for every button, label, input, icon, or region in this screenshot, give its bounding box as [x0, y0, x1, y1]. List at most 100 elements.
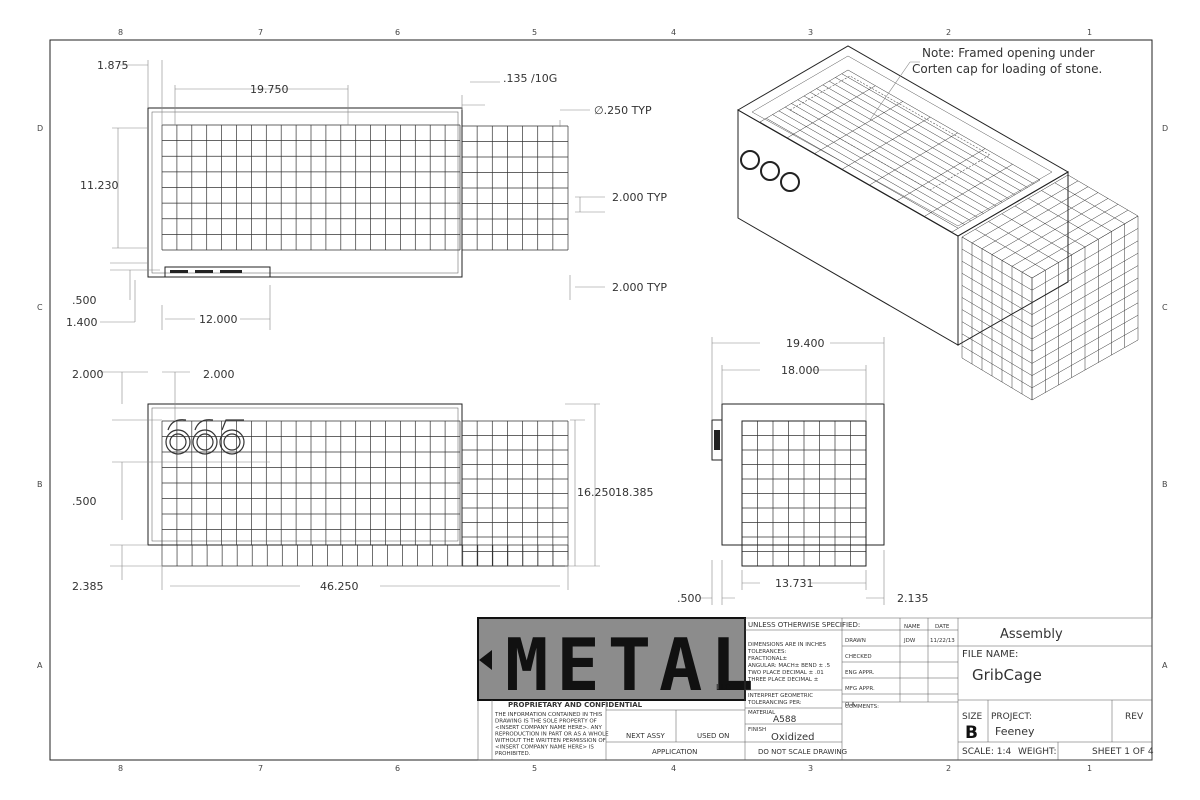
grid-bar	[772, 114, 965, 225]
signoff-name: JDW	[903, 638, 916, 644]
grid-bar	[988, 221, 1059, 263]
size-value: B	[965, 723, 978, 743]
file-name-value: GribCage	[972, 666, 1042, 684]
dim-label: 2.385	[72, 580, 104, 593]
grid-bar	[961, 333, 1033, 376]
grid-bar	[822, 84, 1015, 196]
zone-col: 4	[671, 28, 676, 37]
zone-col: 6	[395, 764, 400, 773]
dim-label: 2.000 TYP	[612, 281, 667, 294]
zone-col: 4	[671, 764, 676, 773]
tolerance-line: DIMENSIONS ARE IN INCHES	[748, 642, 826, 648]
dim-label: 2.000	[72, 368, 104, 381]
unless-specified: UNLESS OTHERWISE SPECIFIED:	[748, 621, 860, 629]
grid-bar	[810, 92, 1003, 203]
zone-col: 1	[1087, 28, 1092, 37]
grid-bar	[803, 95, 997, 207]
proprietary-line: <INSERT COMPANY NAME HERE> IS	[495, 745, 594, 751]
zone-row: C	[1162, 303, 1168, 312]
zone-col: 3	[808, 764, 813, 773]
grid-bar	[1031, 302, 1139, 364]
top-view-outline	[147, 107, 463, 278]
dim-label: 2.000 TYP	[612, 191, 667, 204]
grid-bar	[951, 179, 1041, 233]
front-view: 665 2.000 2.000 16.250 18.385 .500 2.385…	[72, 368, 654, 593]
grid-bar	[961, 236, 1033, 279]
grid-bar	[787, 85, 876, 138]
zone-col: 8	[118, 28, 123, 37]
next-assy-label: NEXT ASSY	[626, 732, 666, 740]
isometric-view: Note: Framed opening under Corten cap fo…	[736, 45, 1139, 401]
zone-col: 3	[808, 28, 813, 37]
grid-bar	[1041, 190, 1112, 232]
zone-col: 7	[258, 764, 263, 773]
zone-row: A	[37, 661, 43, 670]
grid-bar	[1031, 314, 1139, 376]
grid-bar	[1001, 198, 1109, 261]
grid-bar	[975, 229, 1046, 271]
zone-row: C	[37, 303, 43, 312]
front-view-outline	[147, 403, 463, 546]
dim-label: 1.400	[66, 316, 98, 329]
signoff-label: ENG APPR.	[845, 670, 875, 676]
used-on-label: USED ON	[697, 732, 729, 740]
grid-bar	[1014, 205, 1086, 248]
house-number-665	[165, 419, 245, 455]
grid-bar	[1021, 209, 1129, 273]
grid-bar	[961, 174, 1069, 238]
svg-text:METAL: METAL	[505, 623, 762, 707]
dim-label: 16.250	[577, 486, 616, 499]
grid-bar	[1001, 213, 1072, 255]
grid-bar	[961, 297, 1033, 340]
grid-bar	[816, 88, 1009, 199]
grid-bar	[1031, 327, 1139, 389]
side-view: 19.400 18.000 13.731 .500 2.135	[677, 337, 929, 605]
grid-bar	[841, 73, 1034, 184]
zone-col: 5	[532, 764, 537, 773]
grid-bar	[1031, 252, 1139, 315]
application-label: APPLICATION	[652, 748, 697, 756]
scale-label: SCALE: 1:4	[962, 747, 1012, 757]
material-value: A588	[773, 715, 797, 725]
sheet-label: SHEET 1 OF 4	[1092, 747, 1154, 757]
proprietary-line: DRAWING IS THE SOLE PROPERTY OF	[495, 719, 597, 725]
number-plate	[164, 266, 271, 278]
comments-label: COMMENTS:	[845, 704, 879, 710]
dim-label: 19.400	[786, 337, 825, 350]
title-block: METAL LLC PROPRIETARY AND CONFIDENTIAL T…	[477, 617, 1154, 761]
grid-bar	[1031, 277, 1139, 340]
zone-col: 2	[946, 764, 951, 773]
grid-bar	[961, 260, 1033, 303]
dim-label: .135 /10G	[503, 72, 557, 85]
dim-label: 46.250	[320, 580, 359, 593]
zone-row: A	[1162, 661, 1168, 670]
dim-label: 13.731	[775, 577, 814, 590]
dim-label: 18.000	[781, 364, 820, 377]
grid-bar	[791, 103, 984, 214]
signoff-label: CHECKED	[845, 654, 872, 660]
proprietary-line: REPRODUCTION IN PART OR AS A WHOLE	[495, 732, 609, 738]
grid-bar	[778, 110, 971, 222]
dim-label: 12.000	[199, 313, 238, 326]
grid-bar	[981, 186, 1089, 249]
dim-label: .500	[72, 294, 97, 307]
grid-bar	[961, 273, 1033, 315]
weight-label: WEIGHT:	[1018, 747, 1057, 757]
grid-bar	[1031, 228, 1139, 291]
proprietary-line: THE INFORMATION CONTAINED IN THIS	[494, 712, 603, 718]
grid-bar	[971, 180, 1079, 244]
interpret-label: TOLERANCING PER:	[747, 700, 802, 706]
dim-label: 18.385	[615, 486, 654, 499]
grid-bar	[991, 192, 1099, 255]
dim-label: 19.750	[250, 83, 289, 96]
signoff-label: Q.A.	[845, 702, 857, 708]
zone-col: 8	[118, 764, 123, 773]
zone-col: 5	[532, 28, 537, 37]
zone-row: D	[37, 124, 43, 133]
svg-text:LLC: LLC	[716, 683, 731, 692]
proprietary-line: <INSERT COMPANY NAME HERE>. ANY	[495, 725, 602, 731]
name-header: NAME	[904, 624, 921, 630]
grid-bar	[961, 345, 1033, 389]
dim-label: 2.135	[897, 592, 929, 605]
